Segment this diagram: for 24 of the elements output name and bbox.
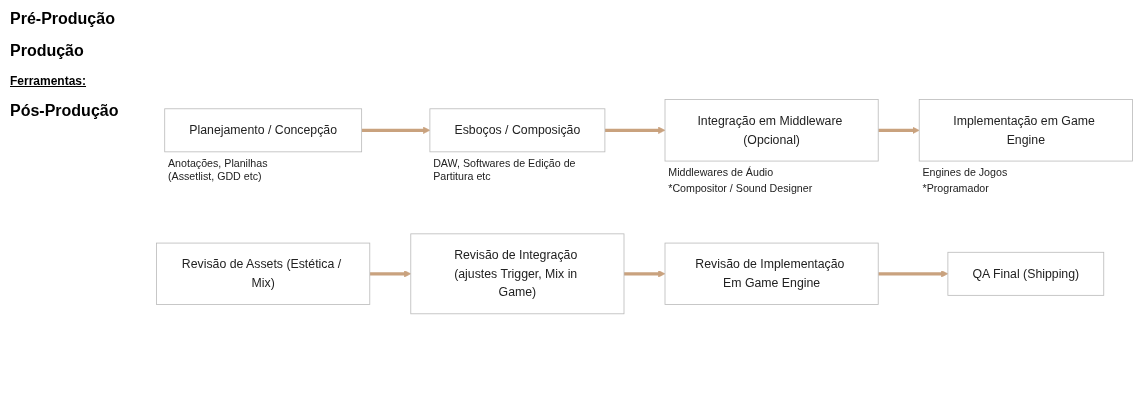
tools-caption: Ferramentas: [10,74,88,88]
tool-note: *Compositor / Sound Designer [668,182,813,195]
tool-note: Engines de Jogos [922,165,1008,178]
process-box: Integração em Middleware (Opcional) [664,98,879,162]
process-box: Revisão de Implementação Em Game Engine [664,242,879,305]
stage-heading: Pré-Produção [10,10,116,28]
arrow [369,270,412,278]
arrow [878,270,949,278]
process-box: QA Final (Shipping) [947,251,1105,296]
process-box: Revisão de Assets (Estética / Mix) [156,242,371,305]
arrow [878,126,920,134]
tool-note: Anotações, Planilhas (Assetlist, GDD etc) [168,156,268,182]
arrow [361,126,431,134]
stage-heading: Produção [10,42,85,60]
tool-note: Middlewares de Áudio [668,165,774,178]
process-box: Revisão de Integração (ajustes Trigger, Mix in Game) [410,233,625,315]
tool-note: DAW, Softwares de Edição de Partitura etc [433,156,576,182]
process-box: Implementação em Game Engine [918,98,1133,162]
process-box: Planejamento / Concepção [164,108,363,153]
tool-note: *Programador [922,182,989,195]
arrow [624,270,666,278]
stage-heading: Pós-Produção [10,102,120,120]
arrow [604,126,666,134]
process-box: Esboços / Composição [429,108,606,153]
